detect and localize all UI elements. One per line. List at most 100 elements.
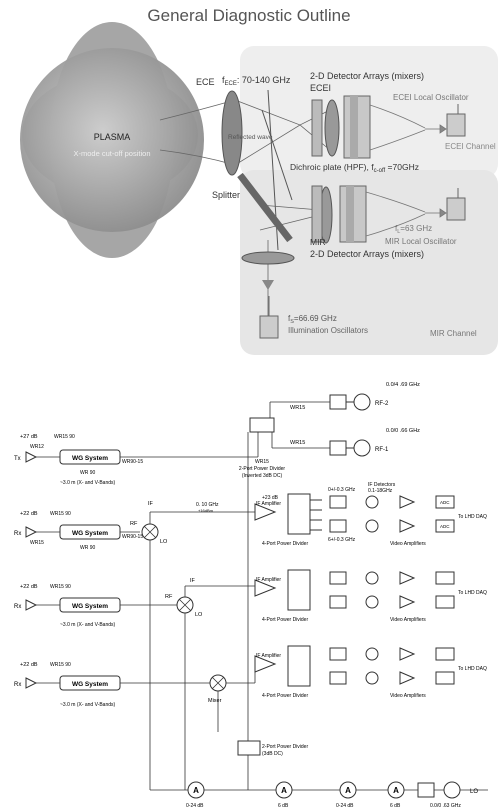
svg-text:~3.0 m (X- and V-Bands): ~3.0 m (X- and V-Bands): [60, 480, 116, 486]
svg-text:0.1-18GHz: 0.1-18GHz: [368, 488, 393, 494]
pd-top-label2: (Inverted 3dB DC): [242, 473, 283, 479]
wr15-a: WR15: [290, 405, 305, 411]
svg-text:A: A: [281, 786, 287, 795]
rf2-label: RF-2: [375, 401, 389, 407]
row1-wg1: WR15 90: [54, 434, 75, 440]
ecei-lo-box: [447, 114, 465, 136]
svg-text:WR90-15: WR90-15: [122, 459, 143, 465]
svg-text:0.0/0 .63 GHz: 0.0/0 .63 GHz: [430, 803, 461, 809]
svg-text:WR15 90: WR15 90: [50, 584, 71, 590]
svg-text:6+/-0.3 GHz: 6+/-0.3 GHz: [328, 537, 356, 543]
rf1-freq: 0.0/0 .66 GHz: [386, 428, 420, 434]
svg-text:WG System: WG System: [72, 603, 108, 610]
svg-text:~3.0 m (X- and V-Bands): ~3.0 m (X- and V-Bands): [60, 622, 116, 628]
mir-label: MIR: [310, 237, 326, 247]
svg-text:LO: LO: [160, 539, 168, 545]
svg-text:Video Amplifiers: Video Amplifiers: [390, 541, 426, 547]
svg-text:4-Port Power Divider: 4-Port Power Divider: [262, 541, 308, 547]
svg-text:WG System: WG System: [72, 681, 108, 688]
svg-text:IF Amplifier: IF Amplifier: [256, 653, 281, 659]
svg-text:Video Amplifiers: Video Amplifiers: [390, 693, 426, 699]
svg-text:Rx: Rx: [14, 604, 21, 610]
reflected-wave-label: Reflected wave: [228, 134, 273, 141]
svg-text:+22 dB: +22 dB: [20, 662, 38, 668]
svg-text:WG System: WG System: [72, 455, 108, 462]
svg-text:To LHD DAQ: To LHD DAQ: [458, 514, 487, 520]
rx-amp-1: [26, 527, 36, 537]
rf-sources: [330, 394, 370, 456]
svg-text:WG System: WG System: [72, 530, 108, 537]
svg-text:To LHD DAQ: To LHD DAQ: [458, 590, 487, 596]
illumination-lens: [242, 252, 294, 264]
svg-text:+16dBm: +16dBm: [198, 508, 214, 513]
wr15-b: WR15: [290, 440, 305, 446]
row1-gain: +27 dB: [20, 434, 38, 440]
ecei-channel-label: ECEI Channel: [445, 142, 496, 151]
svg-text:4-Port Power Divider: 4-Port Power Divider: [262, 617, 308, 623]
wr15-c: WR15: [255, 459, 269, 465]
pd-top-label1: 2-Port Power Divider: [239, 466, 285, 472]
svg-text:IF Amplifier: IF Amplifier: [256, 577, 281, 583]
svg-text:RF: RF: [165, 594, 173, 600]
row1-wg2: WR12: [30, 444, 44, 450]
svg-text:WR15 90: WR15 90: [50, 662, 71, 668]
svg-text:A: A: [193, 786, 199, 795]
svg-text:Video Amplifiers: Video Amplifiers: [390, 617, 426, 623]
mir-channel-label: MIR Channel: [430, 329, 477, 338]
bottom-power-divider: [238, 741, 260, 755]
rf1-label: RF-1: [375, 447, 389, 453]
detector-array-1-label: 2-D Detector Arrays (mixers): [310, 71, 424, 81]
svg-text:WR15: WR15: [30, 540, 44, 546]
svg-text:ADC: ADC: [440, 524, 450, 529]
block-diagram: 0.0/4 .69 GHz RF-2 0.0/0 .66 GHz RF-1 WR…: [0, 360, 498, 810]
rx-amp-2: [26, 600, 36, 610]
mir-lo-box: [447, 198, 465, 220]
rx-label-1: Rx: [14, 531, 21, 537]
processing-chain-1: [255, 494, 454, 534]
svg-text:(3dB DC): (3dB DC): [262, 751, 283, 757]
svg-text:IF: IF: [190, 578, 196, 584]
ecei-lens: [325, 100, 339, 156]
svg-text:LO: LO: [470, 789, 478, 795]
mir-lo-label: MIR Local Oscillator: [385, 237, 457, 246]
splitter-label: Splitter: [212, 190, 240, 200]
rx-amp-3: [26, 678, 36, 688]
svg-text:LO: LO: [195, 612, 203, 618]
svg-text:ADC: ADC: [440, 500, 450, 505]
xmode-label: X-mode cut-off position: [74, 149, 151, 158]
top-power-divider: [250, 418, 274, 432]
ece-lens: [222, 91, 242, 175]
plasma-label: PLASMA: [94, 132, 131, 142]
svg-text:A: A: [393, 786, 399, 795]
svg-text:IF: IF: [148, 501, 154, 507]
ecei-label: ECEI: [310, 83, 331, 93]
processing-chain-3: [255, 646, 454, 686]
svg-text:Rx: Rx: [14, 682, 21, 688]
ecei-lo-label: ECEI Local Oscillator: [393, 93, 469, 102]
svg-text:IF Amplifier: IF Amplifier: [256, 501, 281, 507]
svg-text:6 dB: 6 dB: [278, 803, 289, 809]
svg-text:To LHD DAQ: To LHD DAQ: [458, 666, 487, 672]
detector-array-2-label: 2-D Detector Arrays (mixers): [310, 249, 424, 259]
ece-label: ECE: [196, 77, 215, 87]
svg-text:WR 90: WR 90: [80, 470, 96, 476]
svg-text:0-24 dB: 0-24 dB: [186, 803, 204, 809]
processing-chain-2: [255, 570, 454, 610]
svg-text:+22 dB: +22 dB: [20, 584, 38, 590]
svg-text:WR15 90: WR15 90: [50, 511, 71, 517]
svg-text:Mixer: Mixer: [208, 698, 222, 704]
illumination-oscillator: [260, 316, 278, 338]
svg-text:RF: RF: [130, 521, 138, 527]
svg-text:WR 90: WR 90: [80, 545, 96, 551]
svg-text:WR90-15: WR90-15: [122, 534, 143, 540]
svg-text:0+/-0.3 GHz: 0+/-0.3 GHz: [328, 487, 356, 493]
svg-text:~3.0 m (X- and V-Bands): ~3.0 m (X- and V-Bands): [60, 702, 116, 708]
top-schematic: PLASMA X-mode cut-off position ECE fECE:…: [0, 0, 498, 360]
rf2-freq: 0.0/4 .69 GHz: [386, 382, 420, 388]
svg-text:0-24 dB: 0-24 dB: [336, 803, 354, 809]
svg-text:A: A: [345, 786, 351, 795]
tx-label: Tx: [14, 456, 21, 462]
tx-amp: [26, 452, 36, 462]
svg-text:+22 dB: +22 dB: [20, 511, 38, 517]
svg-text:2-Port Power Divider: 2-Port Power Divider: [262, 744, 308, 750]
